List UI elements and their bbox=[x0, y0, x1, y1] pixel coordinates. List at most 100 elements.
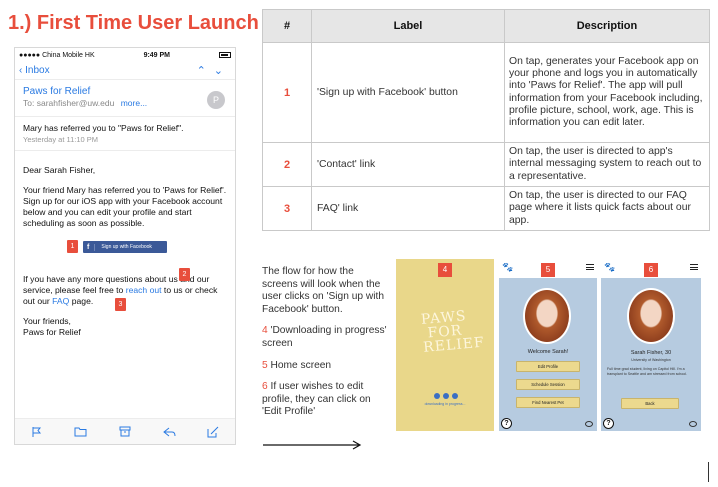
find-nearest-pet-button[interactable]: Find Nearest Pet bbox=[516, 397, 580, 408]
table-header-row: # Label Description bbox=[262, 9, 710, 43]
email-phone-mock: ●●●●● China Mobile HK 9:49 PM ‹ Inbox ⌃⌄… bbox=[14, 47, 236, 445]
app-top-bar: 🐾 6 bbox=[601, 259, 701, 278]
flow-item-number: 4 bbox=[262, 325, 268, 337]
email-greeting: Dear Sarah Fisher, bbox=[23, 165, 96, 175]
signoff-line-2: Paws for Relief bbox=[23, 327, 81, 337]
profile-photo bbox=[523, 288, 571, 344]
mail-toolbar bbox=[15, 418, 235, 444]
clock-label: 9:49 PM bbox=[143, 51, 171, 59]
row-label: FAQ' link bbox=[311, 186, 505, 231]
chat-icon[interactable] bbox=[585, 421, 593, 427]
app-top-bar: 🐾 5 bbox=[499, 259, 597, 278]
subject-block: Mary has referred you to "Paws for Relie… bbox=[15, 117, 235, 151]
chevron-up-icon[interactable]: ⌃ bbox=[196, 65, 214, 77]
compose-icon[interactable] bbox=[207, 426, 219, 438]
paw-icon[interactable]: 🐾 bbox=[604, 262, 616, 272]
table-row: 1 'Sign up with Facebook' button On tap,… bbox=[262, 42, 710, 143]
facebook-signup-button[interactable]: f Sign up with Facebook bbox=[83, 241, 167, 253]
loading-dots-icon bbox=[434, 393, 458, 399]
menu-icon[interactable] bbox=[586, 264, 594, 270]
facebook-signup-label: Sign up with Facebook bbox=[101, 244, 152, 250]
more-link[interactable]: more... bbox=[120, 98, 148, 108]
email-paragraph-2: If you have any more questions about us … bbox=[23, 268, 227, 311]
row-description: On tap, generates your Facebook app on y… bbox=[504, 42, 710, 143]
row-description: On tap, the user is directed to app's in… bbox=[504, 142, 710, 187]
facebook-row: 1 f Sign up with Facebook bbox=[23, 238, 227, 262]
faq-link[interactable]: FAQ bbox=[52, 296, 70, 306]
inbox-back-button[interactable]: ‹ Inbox bbox=[19, 65, 50, 76]
archive-icon[interactable] bbox=[119, 426, 131, 437]
email-signoff: Your friends,Paws for Relief bbox=[23, 316, 227, 338]
paragraph-2-text: If you have any more questions about us … bbox=[23, 274, 210, 295]
email-paragraph-1: Your friend Mary has referred you to 'Pa… bbox=[23, 185, 227, 228]
flow-arrow-icon bbox=[263, 440, 362, 450]
annotation-table: # Label Description 1 'Sign up with Face… bbox=[262, 9, 710, 231]
loading-label: downloading in progress... bbox=[424, 402, 466, 406]
bottom-bar: ? bbox=[499, 417, 597, 429]
home-screen: 🐾 5 Welcome Sarah! Edit Profile Schedule… bbox=[499, 259, 597, 431]
annotation-marker-1: 1 bbox=[67, 240, 78, 253]
bottom-bar: ? bbox=[601, 417, 701, 429]
edit-profile-button[interactable]: Edit Profile bbox=[516, 361, 580, 372]
annotation-marker-6: 6 bbox=[644, 263, 658, 277]
paw-icon[interactable]: 🐾 bbox=[502, 262, 514, 272]
flow-intro: The flow for how the screens will look w… bbox=[262, 266, 384, 315]
flow-item: 4 'Downloading in progress' screen bbox=[262, 325, 392, 350]
battery-icon bbox=[218, 51, 231, 59]
inbox-back-label: Inbox bbox=[25, 65, 50, 76]
facebook-icon: f bbox=[83, 243, 96, 251]
recipient-address: sarahfisher@uw.edu bbox=[36, 98, 115, 108]
sender-header: Paws for Relief To: sarahfisher@uw.edu m… bbox=[15, 80, 235, 117]
sender-name[interactable]: Paws for Relief bbox=[23, 86, 91, 97]
reach-out-link[interactable]: reach out bbox=[125, 285, 162, 295]
email-subject: Mary has referred you to "Paws for Relie… bbox=[23, 123, 184, 133]
message-nav-arrows[interactable]: ⌃⌄ bbox=[197, 64, 231, 77]
column-header-label: Label bbox=[311, 9, 505, 43]
profile-photo bbox=[627, 288, 675, 344]
annotation-marker-5: 5 bbox=[541, 263, 555, 277]
recipient-line: To: sarahfisher@uw.edu more... bbox=[23, 98, 227, 108]
flow-item-number: 5 bbox=[262, 359, 268, 371]
row-number: 1 bbox=[262, 42, 312, 143]
flag-icon[interactable] bbox=[31, 426, 43, 438]
folder-icon[interactable] bbox=[74, 426, 87, 437]
column-header-description: Description bbox=[504, 9, 710, 43]
profile-name: Sarah Fisher, 30 bbox=[630, 350, 672, 356]
flow-item-text: If user wishes to edit profile, they can… bbox=[262, 381, 371, 418]
paragraph-2-end: page. bbox=[69, 296, 94, 306]
paragraph-2-middle: to us or check out our bbox=[23, 285, 218, 306]
downloading-screen: 4 PAWS FOR RELIEF downloading in progres… bbox=[396, 259, 494, 431]
help-icon[interactable]: ? bbox=[501, 418, 512, 429]
row-description: On tap, the user is directed to our FAQ … bbox=[504, 186, 710, 231]
chevron-down-icon[interactable]: ⌄ bbox=[213, 65, 231, 77]
flow-description: The flow for how the screens will look w… bbox=[262, 266, 392, 428]
menu-icon[interactable] bbox=[690, 264, 698, 270]
email-body: Dear Sarah Fisher, Your friend Mary has … bbox=[15, 151, 235, 338]
column-header-number: # bbox=[262, 9, 312, 43]
annotation-marker-4: 4 bbox=[438, 263, 452, 277]
annotation-marker-2: 2 bbox=[179, 268, 190, 281]
flow-item: 5 Home screen bbox=[262, 360, 392, 373]
mail-nav-bar: ‹ Inbox ⌃⌄ bbox=[15, 62, 235, 80]
profile-bio: Full time grad student, living on Capito… bbox=[607, 367, 688, 376]
table-row: 3 FAQ' link On tap, the user is directed… bbox=[262, 186, 710, 231]
row-label: 'Contact' link bbox=[311, 142, 505, 187]
paws-for-relief-logo: PAWS FOR RELIEF bbox=[420, 308, 486, 356]
row-label: 'Sign up with Facebook' button bbox=[311, 42, 505, 143]
chat-icon[interactable] bbox=[689, 421, 697, 427]
flow-item-number: 6 bbox=[262, 381, 268, 393]
back-button[interactable]: Back bbox=[621, 398, 679, 409]
status-bar: ●●●●● China Mobile HK 9:49 PM bbox=[15, 48, 235, 62]
schedule-session-button[interactable]: Schedule Session bbox=[516, 379, 580, 390]
slide-edge-divider bbox=[708, 462, 709, 482]
reply-icon[interactable] bbox=[162, 426, 176, 437]
flow-item-text: Home screen bbox=[267, 359, 332, 371]
flow-item-text: 'Downloading in progress' screen bbox=[262, 325, 387, 349]
slide-title: 1.) First Time User Launch bbox=[8, 12, 259, 34]
annotation-marker-3: 3 bbox=[115, 298, 126, 311]
to-label: To: bbox=[23, 98, 35, 108]
sender-avatar: P bbox=[207, 91, 225, 109]
help-icon[interactable]: ? bbox=[603, 418, 614, 429]
profile-screen: 🐾 6 Sarah Fisher, 30 University of Washi… bbox=[601, 259, 701, 431]
table-row: 2 'Contact' link On tap, the user is dir… bbox=[262, 142, 710, 187]
